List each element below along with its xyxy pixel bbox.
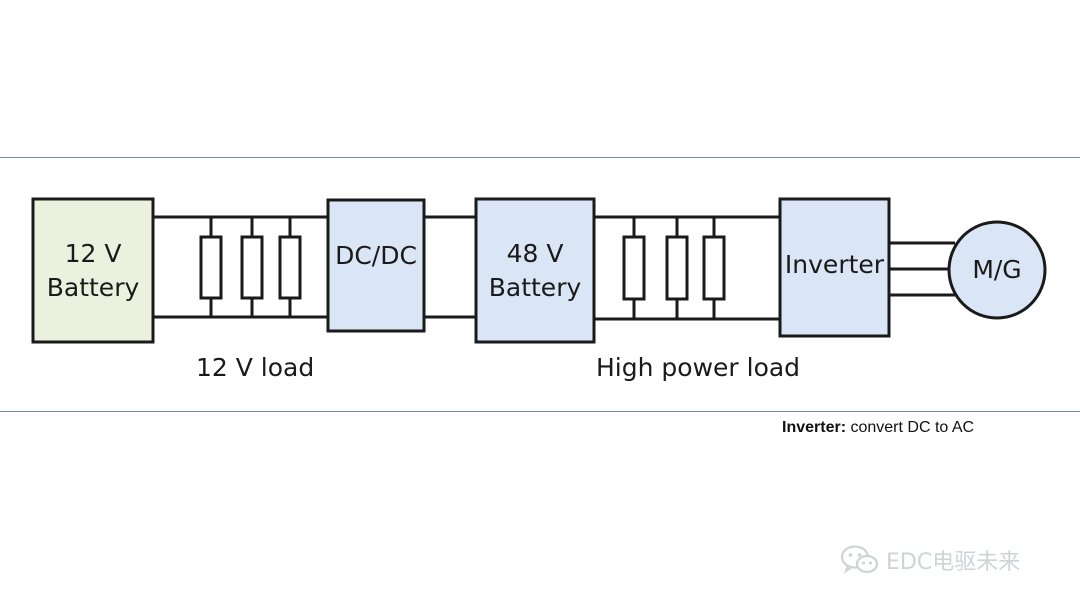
inverter-note-text: convert DC to AC	[846, 419, 975, 436]
load12-resistor-2	[240, 235, 264, 300]
load12-resistor-3	[278, 235, 302, 300]
load-12v-caption: 12 V load	[196, 353, 315, 382]
battery-48v-box	[474, 197, 596, 344]
loadhp-resistor-2	[665, 235, 689, 301]
inverter-note-term: Inverter:	[782, 419, 847, 436]
bottom-divider	[0, 411, 1080, 412]
battery-12v-box	[31, 197, 155, 344]
inverter-note: Inverter: convert DC to AC	[782, 419, 974, 437]
loadhp-resistor-1	[622, 235, 646, 301]
loadhp-resistor-3	[702, 235, 726, 301]
motor-generator-circle	[947, 220, 1047, 320]
watermark: EDC电驱未来	[840, 542, 1020, 578]
high-power-load-caption: High power load	[596, 353, 801, 382]
top-divider	[0, 157, 1080, 158]
inverter-box	[778, 197, 891, 338]
load12-resistor-1	[199, 235, 223, 300]
watermark-text: EDC电驱未来	[886, 550, 1021, 575]
wechat-icon	[840, 545, 879, 574]
dcdc-box	[326, 198, 426, 333]
